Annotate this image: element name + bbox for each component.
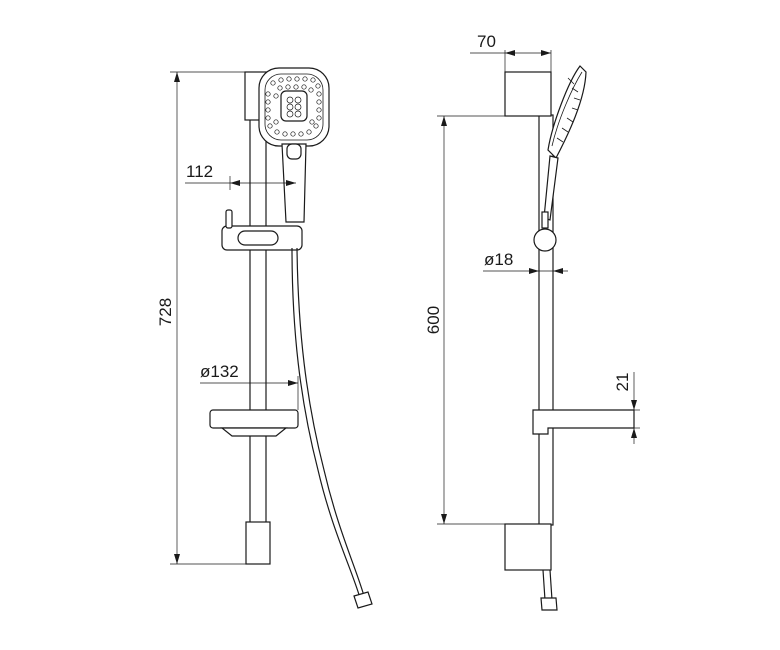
hand-shower-head: [258, 67, 330, 147]
side-hose-nut: [540, 597, 558, 611]
tray-diameter-label: ø132: [200, 362, 239, 381]
dim-tray-height: [628, 372, 640, 444]
dim-total-height: [170, 71, 265, 565]
side-shower-handle: [543, 155, 559, 221]
rail-diameter-label: ø18: [484, 250, 513, 269]
hose-nut: [353, 591, 373, 609]
shower-hose: [291, 247, 361, 599]
head-offset-label: 112: [186, 162, 213, 181]
head-nozzles: [265, 76, 322, 137]
hand-shower-button: [286, 143, 302, 160]
slider-holder: [221, 209, 303, 251]
side-view: [504, 65, 635, 611]
dim-head-offset: [185, 176, 296, 190]
front-rail: [249, 117, 267, 529]
dim-bracket-depth: [470, 50, 552, 72]
front-bottom-bracket: [245, 521, 271, 565]
side-top-bracket: [504, 71, 552, 117]
soap-tray: [209, 409, 299, 437]
side-bottom-bracket: [504, 523, 552, 571]
bracket-depth-label: 70: [477, 32, 496, 51]
dim-rail-length: [437, 115, 505, 525]
total-height-label: 728: [156, 298, 175, 326]
dim-tray-diameter: [200, 376, 299, 410]
side-slider-knob: [533, 228, 557, 252]
side-shower-head: [547, 65, 587, 160]
dim-rail-diameter: [483, 268, 568, 274]
tray-height-label: 21: [613, 373, 632, 392]
front-view: [209, 67, 373, 609]
side-soap-tray: [532, 409, 635, 435]
rail-length-label: 600: [424, 306, 443, 334]
